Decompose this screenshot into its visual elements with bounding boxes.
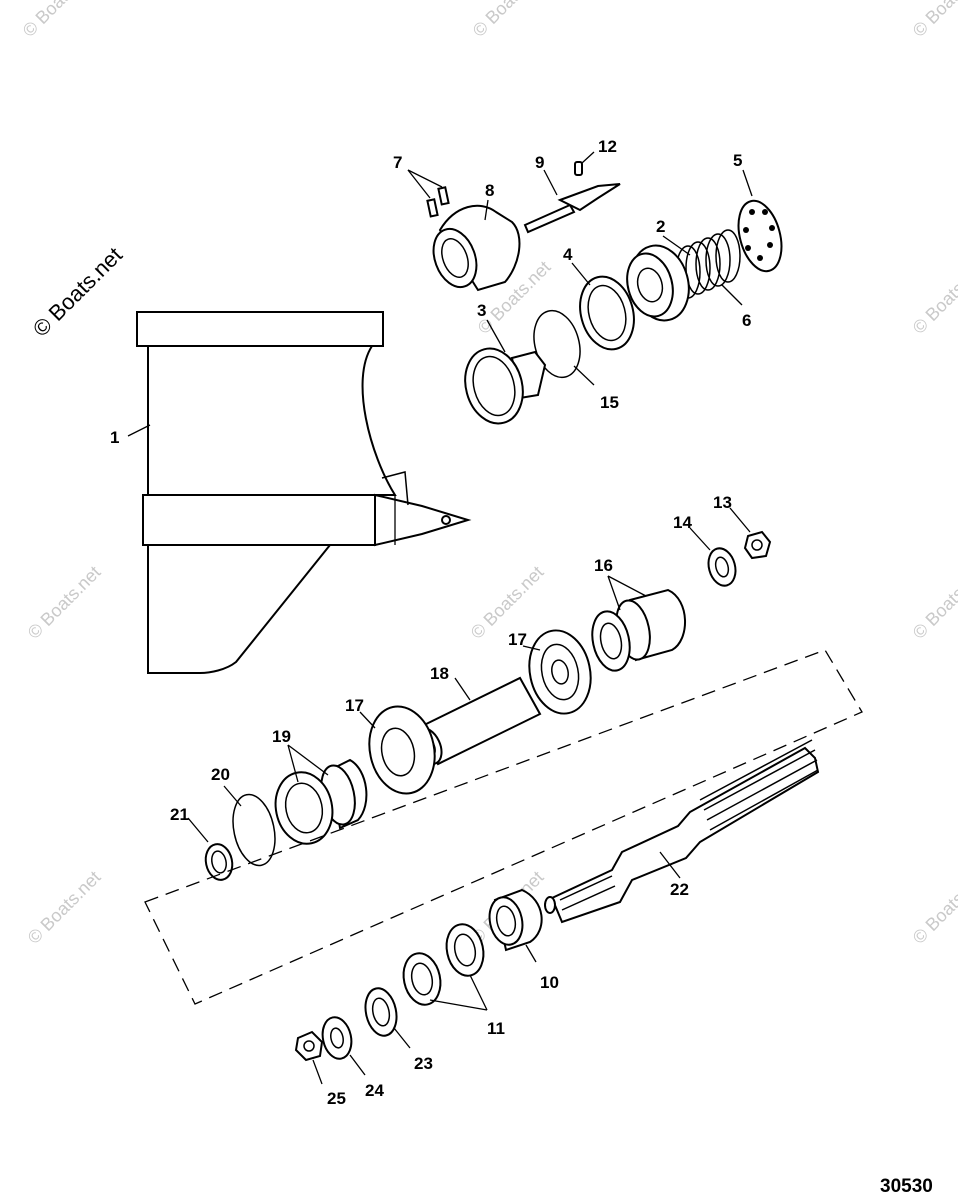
watermark-tile: © Boats.net — [909, 257, 958, 338]
callout-8: 8 — [485, 181, 494, 200]
retainer-plate — [737, 199, 783, 273]
thrust-washer — [579, 275, 635, 351]
leader-lines — [127, 151, 753, 1085]
bevel-gear-forward — [528, 629, 592, 715]
roller-bearing — [488, 888, 543, 952]
thrust-washer-small — [321, 1016, 353, 1060]
carrier-nut — [626, 244, 690, 322]
bearing-carrier — [464, 347, 547, 425]
callout-19: 19 — [272, 727, 291, 746]
callout-2: 2 — [656, 217, 665, 236]
washer — [707, 547, 737, 587]
watermark-tile: © Boats.net — [909, 562, 958, 643]
callout-3: 3 — [477, 301, 486, 320]
callout-15: 15 — [600, 393, 619, 412]
pins — [426, 186, 450, 218]
shift-cam — [523, 183, 621, 234]
shaft-assembly-boundary — [144, 649, 863, 1005]
callout-16: 16 — [594, 556, 613, 575]
callout-17-forward: 17 — [508, 630, 527, 649]
cam-pin — [574, 161, 583, 176]
callout-22: 22 — [670, 880, 689, 899]
callout-4: 4 — [563, 245, 573, 264]
callout-11: 11 — [487, 1019, 505, 1038]
o-ring-small — [232, 793, 276, 867]
bevel-gear-reverse — [368, 705, 436, 795]
watermark-main: © Boats.net — [28, 242, 127, 341]
callout-6: 6 — [742, 311, 751, 330]
nut — [743, 530, 772, 560]
o-ring — [533, 309, 581, 379]
callout-13: 13 — [713, 493, 732, 512]
prop-nut — [294, 1030, 324, 1062]
watermark-tile: © Boats.net — [909, 867, 958, 948]
reverse-gear-bearing — [274, 758, 368, 845]
watermark-tile: © Boats.net — [24, 867, 105, 948]
spring — [675, 229, 741, 299]
callout-23: 23 — [414, 1054, 433, 1073]
callout-1: 1 — [110, 428, 119, 447]
shim — [204, 843, 234, 881]
callout-10: 10 — [540, 973, 559, 992]
tab-washer — [364, 987, 398, 1037]
callout-9: 9 — [535, 153, 544, 172]
callout-14: 14 — [673, 513, 692, 532]
tapered-bearing — [591, 588, 686, 672]
oil-seals — [402, 923, 485, 1006]
callout-5: 5 — [733, 151, 742, 170]
callout-18: 18 — [430, 664, 449, 683]
callout-24: 24 — [365, 1081, 384, 1100]
callout-21: 21 — [170, 805, 189, 824]
callout-17-reverse: 17 — [345, 696, 364, 715]
watermark-tile: © Boats.net — [469, 0, 550, 41]
callout-20: 20 — [211, 765, 230, 784]
watermark-tile: © Boats.net — [24, 562, 105, 643]
propeller-shaft — [544, 739, 820, 924]
gear-housing — [136, 311, 472, 674]
callout-25: 25 — [327, 1089, 346, 1108]
callouts: 1 2 3 4 5 6 7 8 9 10 11 12 13 14 15 16 1… — [110, 137, 751, 1108]
figure-number: 30530 — [880, 1176, 933, 1197]
watermark-tile: © Boats.net — [909, 0, 958, 41]
callout-12: 12 — [598, 137, 617, 156]
watermark-tile: © Boats.net — [19, 0, 100, 41]
callout-7: 7 — [393, 153, 402, 172]
cam-follower-housing — [432, 204, 521, 292]
